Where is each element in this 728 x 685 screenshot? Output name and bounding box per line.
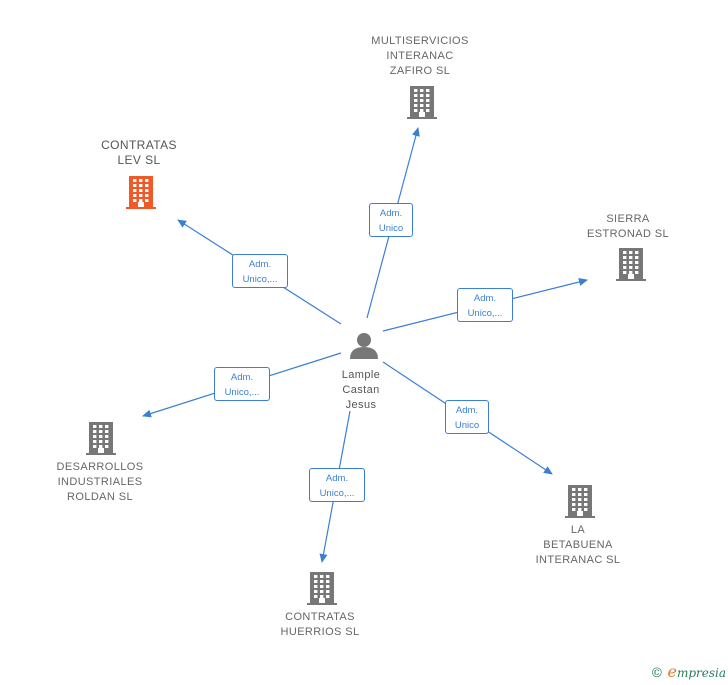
relation-label-sierra[interactable]: Adm. Unico,... <box>457 288 513 322</box>
relation-label-multiservicios[interactable]: Adm. Unico <box>369 203 413 237</box>
brand-logo-initial: e <box>667 662 677 681</box>
relation-label-desarrollos[interactable]: Adm. Unico,... <box>214 367 270 401</box>
building-icon <box>86 422 116 455</box>
person-icon <box>350 333 378 359</box>
relation-label-la-betabuena[interactable]: Adm. Unico <box>445 400 489 434</box>
person-label[interactable]: Lample Castan Jesus <box>341 369 381 411</box>
building-icon <box>565 485 595 518</box>
building-icon <box>307 572 337 605</box>
building-icon <box>407 86 437 119</box>
company-label-sierra[interactable]: SIERRA ESTRONAD SL <box>586 213 670 240</box>
company-label-contratas-huerrios[interactable]: CONTRATAS HUERRIOS SL <box>280 611 360 638</box>
company-label-la-betabuena[interactable]: LA BETABUENA INTERANAC SL <box>535 524 621 566</box>
brand-logo-text: mpresia <box>676 666 726 680</box>
brand-footer[interactable]: © empresia <box>650 662 726 681</box>
relation-label-contratas-huerrios[interactable]: Adm. Unico,... <box>309 468 365 502</box>
company-label-contratas-lev[interactable]: CONTRATAS LEV SL <box>101 138 177 167</box>
company-label-multiservicios[interactable]: MULTISERVICIOS INTERANAC ZAFIRO SL <box>371 35 469 77</box>
company-label-desarrollos[interactable]: DESARROLLOS INDUSTRIALES ROLDAN SL <box>56 461 144 503</box>
copyright-symbol: © <box>650 666 664 681</box>
relation-label-contratas-lev[interactable]: Adm. Unico,... <box>232 254 288 288</box>
building-icon <box>126 176 156 209</box>
building-icon <box>616 248 646 281</box>
